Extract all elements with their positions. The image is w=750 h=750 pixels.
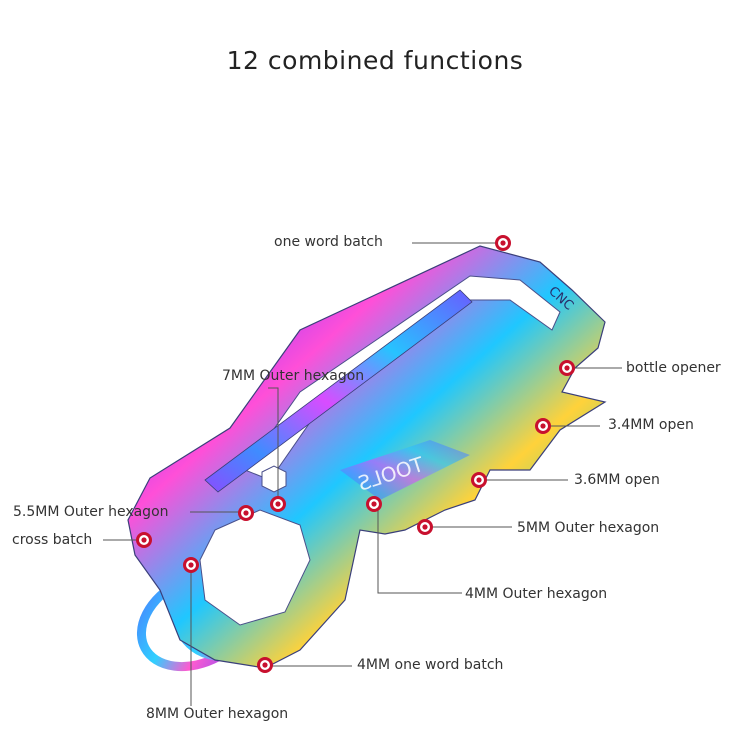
marker-3-4mm-open — [535, 418, 551, 434]
label-bottle-opener: bottle opener — [626, 360, 721, 376]
marker-5-5mm-outer-hexagon — [238, 505, 254, 521]
marker-4mm-one-word-batch — [257, 657, 273, 673]
label-cross-batch: cross batch — [12, 532, 93, 548]
label-one-word-batch: one word batch — [274, 234, 383, 250]
marker-bottle-opener — [559, 360, 575, 376]
label-7mm-outer-hexagon: 7MM Outer hexagon — [222, 368, 365, 384]
marker-8mm-outer-hexagon — [183, 557, 199, 573]
tool-body — [127, 245, 607, 669]
leader-lines — [103, 242, 622, 706]
label-8mm-outer-hexagon: 8MM Outer hexagon — [146, 706, 289, 722]
marker-3-6mm-open — [471, 472, 487, 488]
label-3-4mm-open: 3.4MM open — [608, 417, 694, 433]
label-4mm-one-word-batch: 4MM one word batch — [357, 657, 504, 673]
marker-4mm-outer-hexagon — [366, 496, 382, 512]
marker-cross-batch — [136, 532, 152, 548]
marker-5mm-outer-hexagon — [417, 519, 433, 535]
label-3-6mm-open: 3.6MM open — [574, 472, 660, 488]
marker-7mm-outer-hexagon — [270, 496, 286, 512]
page-title: 12 combined functions — [226, 46, 524, 75]
label-5-5mm-outer-hexagon: 5.5MM Outer hexagon — [13, 504, 169, 520]
callout-markers — [136, 235, 575, 673]
marker-one-word-batch — [495, 235, 511, 251]
label-5mm-outer-hexagon: 5MM Outer hexagon — [517, 520, 660, 536]
label-4mm-outer-hexagon: 4MM Outer hexagon — [465, 586, 608, 602]
